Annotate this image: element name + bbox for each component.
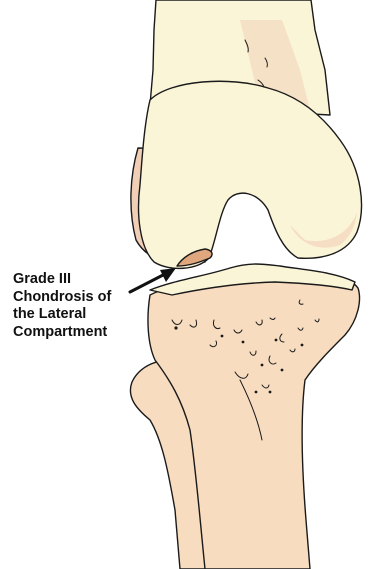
annotation-line-4: Compartment bbox=[13, 324, 111, 342]
annotation-line-3: the Lateral bbox=[13, 306, 111, 324]
annotation-line-1: Grade III bbox=[13, 271, 111, 289]
annotation-label: Grade III Chondrosis of the Lateral Comp… bbox=[13, 271, 111, 341]
annotation-line-2: Chondrosis of bbox=[13, 289, 111, 307]
